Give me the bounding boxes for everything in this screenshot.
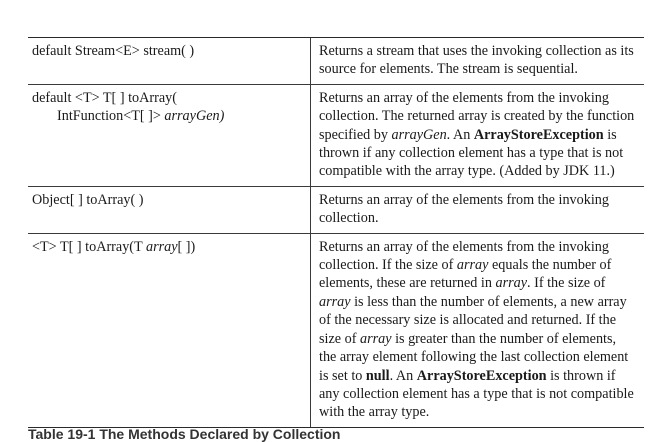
method-signature-text: default Stream<E> stream( ) [32, 43, 195, 59]
method-description-line: the array element following the last col… [319, 348, 638, 366]
method-signature-text: [ ]) [177, 238, 196, 255]
method-description-text: array [359, 330, 392, 347]
method-signature-text: <T> T[ ] toArray(T [32, 238, 146, 255]
method-description-line: collection. The returned array is create… [319, 107, 638, 125]
method-description-text: of the necessary size is allocated and r… [319, 312, 617, 329]
method-description-line: thrown if any collection element has a t… [319, 144, 638, 162]
method-description-text: collection. If the size of [319, 257, 457, 274]
method-description-text: collection. The returned array is create… [319, 108, 635, 125]
method-description-text: specified by [319, 126, 392, 143]
method-description-line: size of array is greater than the number… [319, 330, 638, 348]
method-signature-text: default <T> T[ ] toArray( [32, 89, 177, 106]
method-description-text: is [603, 126, 617, 143]
table-caption: Table 19-1 The Methods Declared by Colle… [28, 426, 341, 442]
method-description: Returns an array of the elements from th… [311, 187, 644, 233]
method-description-line: Returns an array of the elements from th… [319, 191, 638, 209]
method-description-line: collection. [319, 209, 638, 227]
method-description-text: is greater than the number of elements, [391, 330, 617, 347]
method-description-text: Returns an array of the elements from th… [319, 191, 609, 208]
method-description: Returns a stream that uses the invoking … [311, 38, 644, 84]
method-description-text: Returns an array of the elements from th… [319, 238, 609, 255]
method-description-text: collection. [319, 210, 379, 227]
method-signature: Object[ ] toArray( ) [28, 186, 311, 233]
method-description-text: array [456, 257, 489, 274]
method-description-text: compatible with the array type. (Added b… [319, 163, 615, 180]
method-description-text: the array element following the last col… [319, 349, 629, 366]
method-description-line: collection. If the size of array equals … [319, 256, 638, 274]
table-row: default <T> T[ ] toArray(IntFunction<T[ … [28, 84, 644, 187]
method-description-text: source for elements. The stream is seque… [319, 61, 578, 78]
method-description-text: is thrown if [546, 367, 616, 384]
method-description-text: null [365, 367, 390, 384]
method-description-text: with the array type. [319, 404, 430, 421]
method-description-text: size of [319, 330, 360, 347]
method-signature-line: IntFunction<T[ ]> arrayGen) [32, 107, 310, 125]
methods-table: default Stream<E> stream( ) Returns a str… [28, 37, 644, 428]
method-description-text: . An [446, 126, 474, 143]
method-description-text: any collection element has a type that i… [319, 385, 634, 402]
method-description-text: Returns an array of the elements from th… [319, 89, 609, 106]
method-description-line: compatible with the array type. (Added b… [319, 162, 638, 180]
method-description-text: array [319, 293, 351, 310]
method-description-line: of the necessary size is allocated and r… [319, 311, 638, 329]
method-description-text: elements, these are returned in [319, 275, 496, 292]
method-description-line: Returns a stream that uses the invoking … [319, 42, 638, 60]
method-signature-line: <T> T[ ] toArray(T array[ ]) [32, 238, 310, 256]
method-signature-line: default <T> T[ ] toArray( [32, 89, 310, 107]
method-signature-line: default Stream<E> stream( ) [32, 42, 310, 60]
method-description-text: thrown if any collection element has a t… [319, 145, 624, 162]
method-description-line: specified by arrayGen. An ArrayStoreExce… [319, 126, 638, 144]
table-row: <T> T[ ] toArray(T array[ ])Returns an a… [28, 233, 644, 428]
method-signature-text: arrayGen) [164, 108, 225, 125]
method-description-text: equals the number of [488, 257, 612, 274]
method-description-text: is less than the number of elements, a n… [350, 293, 627, 310]
table-row: Object[ ] toArray( ) Returns an array of … [28, 186, 644, 234]
method-description-line: is set to null. An ArrayStoreException i… [319, 367, 638, 385]
method-signature-text: Object[ ] toArray( ) [32, 191, 144, 208]
method-description-text: arrayGen [391, 126, 447, 143]
method-description-text: Returns a stream that uses the invoking … [319, 43, 634, 59]
method-description-text: . If the size of [527, 275, 606, 292]
method-description-line: array is less than the number of element… [319, 293, 638, 311]
table-row: default Stream<E> stream( ) Returns a str… [28, 38, 644, 85]
method-signature: <T> T[ ] toArray(T array[ ]) [28, 233, 311, 427]
method-description: Returns an array of the elements from th… [311, 85, 644, 186]
method-description-line: with the array type. [319, 403, 638, 421]
method-signature-text: array [145, 238, 178, 255]
method-signature-line: Object[ ] toArray( ) [32, 191, 310, 209]
method-description-line: Returns an array of the elements from th… [319, 89, 638, 107]
method-description-line: elements, these are returned in array. I… [319, 274, 638, 292]
method-description-line: source for elements. The stream is seque… [319, 60, 638, 78]
method-description-text: array [495, 275, 528, 292]
method-description-text: . An [389, 367, 417, 384]
method-signature: default <T> T[ ] toArray(IntFunction<T[ … [28, 84, 311, 186]
method-signature-text: IntFunction<T[ ]> [57, 108, 165, 125]
method-description-text: is set to [319, 367, 366, 384]
method-description-line: Returns an array of the elements from th… [319, 238, 638, 256]
method-description-text: ArrayStoreException [473, 126, 604, 143]
method-description-line: any collection element has a type that i… [319, 385, 638, 403]
method-description-text: ArrayStoreException [416, 367, 547, 384]
method-signature: default Stream<E> stream( ) [28, 38, 311, 84]
method-description: Returns an array of the elements from th… [311, 234, 644, 427]
